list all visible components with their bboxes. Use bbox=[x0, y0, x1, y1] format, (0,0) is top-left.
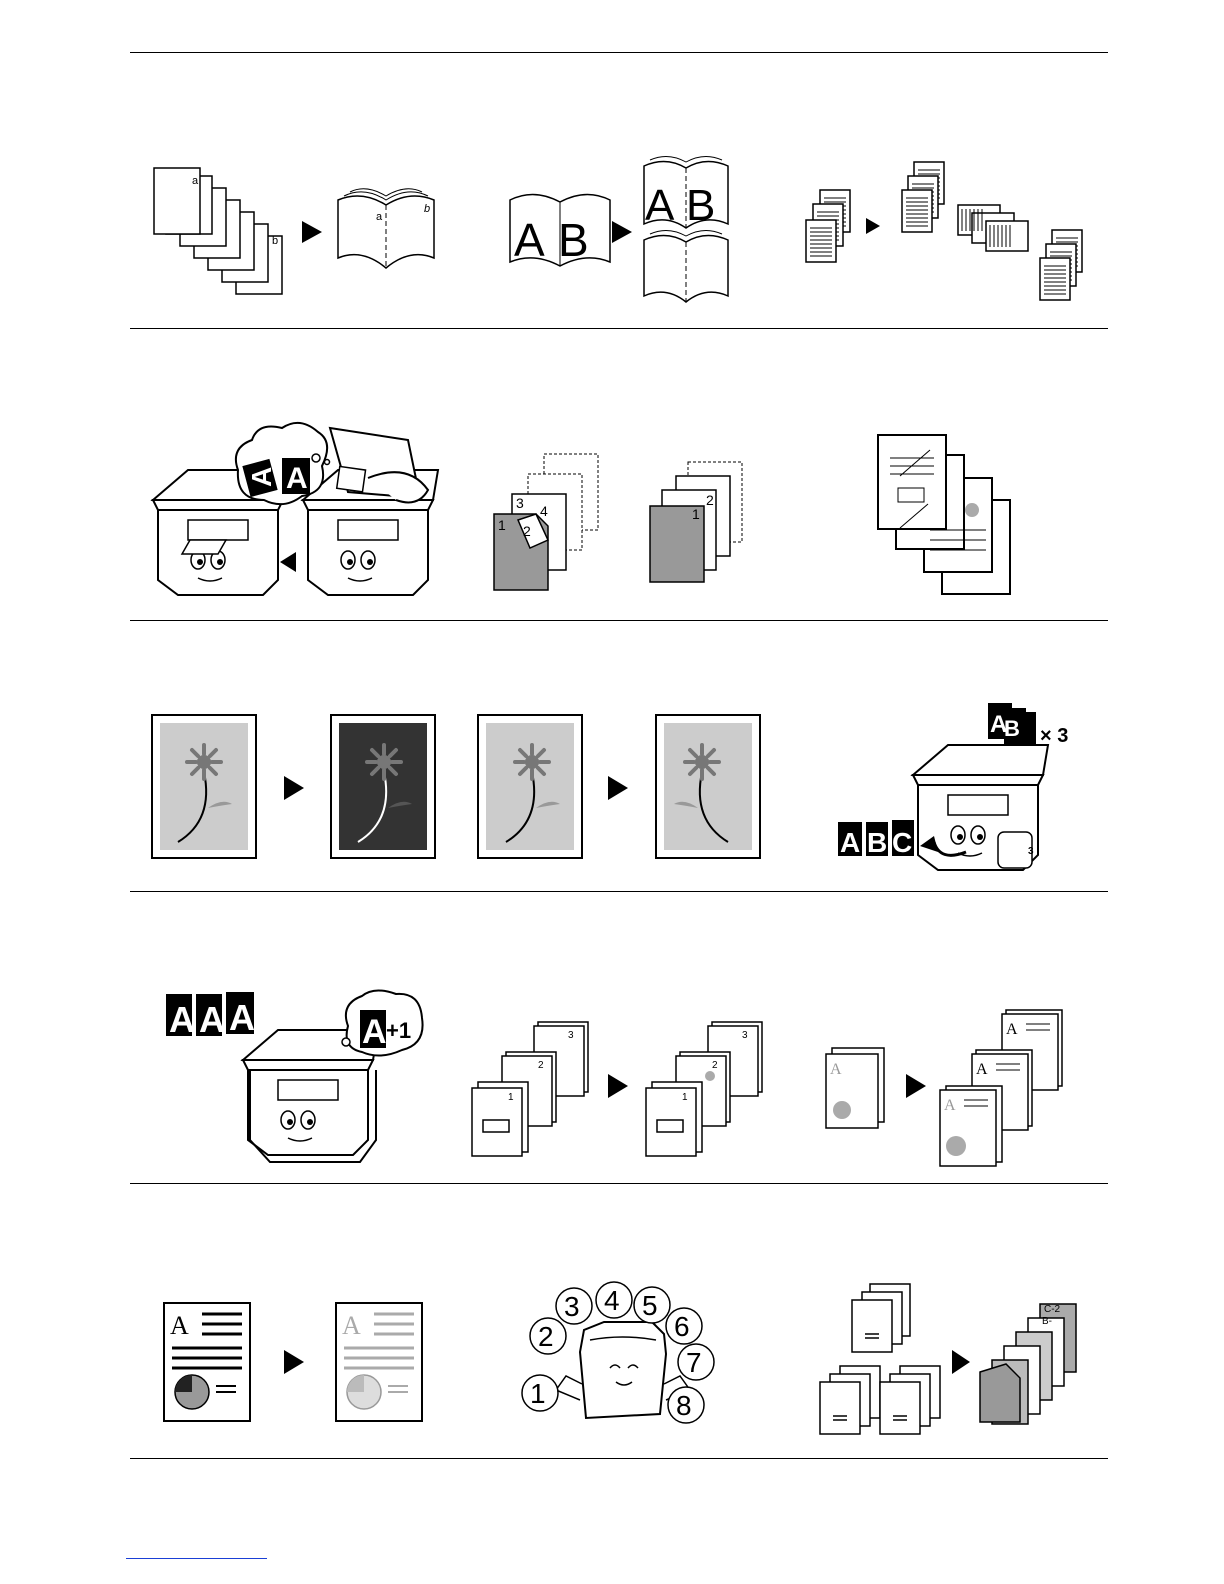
job-number-1: 1 bbox=[530, 1378, 546, 1409]
job-number-6: 6 bbox=[674, 1311, 690, 1342]
job-number-5: 5 bbox=[642, 1290, 658, 1321]
duplex-page-4: 4 bbox=[540, 503, 548, 519]
tab-sets bbox=[980, 1304, 1076, 1424]
page-label-last: b bbox=[272, 235, 278, 247]
arrow-right-icon bbox=[284, 776, 304, 800]
simplex-pages bbox=[650, 462, 742, 582]
arrow-right-icon bbox=[866, 218, 880, 234]
form-letter-top: A bbox=[1006, 1021, 1018, 1038]
duplex-page-3: 3 bbox=[516, 495, 524, 511]
arrow-right-icon bbox=[284, 1350, 304, 1374]
booklet-source-stack bbox=[154, 168, 282, 294]
negative-original bbox=[152, 715, 256, 858]
rotated-letter: A bbox=[246, 467, 277, 487]
stack-count: 3 bbox=[1028, 846, 1034, 857]
arrow-right-icon bbox=[302, 221, 322, 243]
duplex-page-1: 1 bbox=[498, 517, 506, 533]
letter-a-3: A bbox=[229, 997, 255, 1038]
chapter-result-page-3: 3 bbox=[742, 1030, 748, 1041]
multi-copy-thought-letter-b: B bbox=[1004, 716, 1020, 741]
booklet-result bbox=[338, 189, 434, 268]
chapter-page-1: 1 bbox=[508, 1092, 514, 1103]
page-label-first: a bbox=[192, 175, 199, 187]
output-letter-c: C bbox=[892, 827, 912, 858]
simplex-page-1: 1 bbox=[692, 506, 700, 522]
split-letter-right: B bbox=[686, 181, 715, 230]
chapter-source bbox=[472, 1022, 588, 1156]
toner-letter-result: A bbox=[342, 1311, 361, 1340]
form-letter-middle: A bbox=[976, 1061, 988, 1078]
form-letter-bottom: A bbox=[944, 1097, 956, 1114]
upright-letter: A bbox=[286, 462, 308, 495]
arrow-right-icon bbox=[608, 1074, 628, 1098]
chapter-page-2: 2 bbox=[538, 1060, 544, 1071]
job-number-3: 3 bbox=[564, 1291, 580, 1322]
sort-source bbox=[806, 190, 850, 262]
negative-result bbox=[331, 715, 435, 858]
arrow-right-icon bbox=[906, 1074, 926, 1098]
combine-source bbox=[820, 1284, 940, 1434]
tab-label-b: B- bbox=[1042, 1316, 1052, 1327]
result-page-b: b bbox=[424, 203, 430, 215]
mirror-original bbox=[478, 715, 582, 858]
overlay-letter: A bbox=[830, 1061, 842, 1078]
letter-a-2: A bbox=[199, 999, 225, 1040]
result-page-a: a bbox=[376, 211, 383, 223]
arrow-right-icon bbox=[612, 221, 632, 243]
thought-badge: +1 bbox=[386, 1018, 411, 1043]
job-number-4: 4 bbox=[604, 1285, 620, 1316]
simplex-page-2: 2 bbox=[706, 492, 714, 508]
arrow-left-icon bbox=[280, 552, 296, 572]
duplex-pages bbox=[494, 454, 598, 590]
chapter-result bbox=[646, 1022, 762, 1156]
job-number-8: 8 bbox=[676, 1390, 692, 1421]
overlay-pages bbox=[878, 435, 1010, 594]
job-number-2: 2 bbox=[538, 1321, 554, 1352]
book-letter-left: A bbox=[514, 214, 545, 266]
toner-letter-original: A bbox=[170, 1311, 189, 1340]
chapter-result-page-2: 2 bbox=[712, 1060, 718, 1071]
multi-copy-count: × 3 bbox=[1040, 725, 1068, 747]
thought-letter: A bbox=[362, 1013, 387, 1051]
sort-set-2 bbox=[958, 205, 1028, 251]
sort-set-3 bbox=[1040, 230, 1082, 300]
job-number-7: 7 bbox=[686, 1347, 702, 1378]
chapter-result-page-1: 1 bbox=[682, 1092, 688, 1103]
chapter-page-3: 3 bbox=[568, 1030, 574, 1041]
output-letter-b: B bbox=[867, 827, 887, 858]
arrow-right-icon bbox=[952, 1350, 970, 1374]
tab-label-c2: C-2 bbox=[1044, 1304, 1061, 1315]
arrow-right-icon bbox=[608, 776, 628, 800]
form-overlay-source bbox=[826, 1048, 884, 1128]
output-letter-a: A bbox=[840, 827, 860, 858]
book-split-bottom bbox=[644, 230, 728, 302]
duplex-page-2: 2 bbox=[523, 523, 531, 539]
mirror-result bbox=[656, 715, 760, 858]
form-overlay-result bbox=[940, 1010, 1062, 1166]
sort-set-1 bbox=[902, 162, 944, 232]
thought-bubble bbox=[236, 423, 330, 504]
split-letter-left: A bbox=[645, 181, 675, 230]
letter-a-1: A bbox=[169, 999, 195, 1040]
book-letter-right: B bbox=[558, 214, 589, 266]
